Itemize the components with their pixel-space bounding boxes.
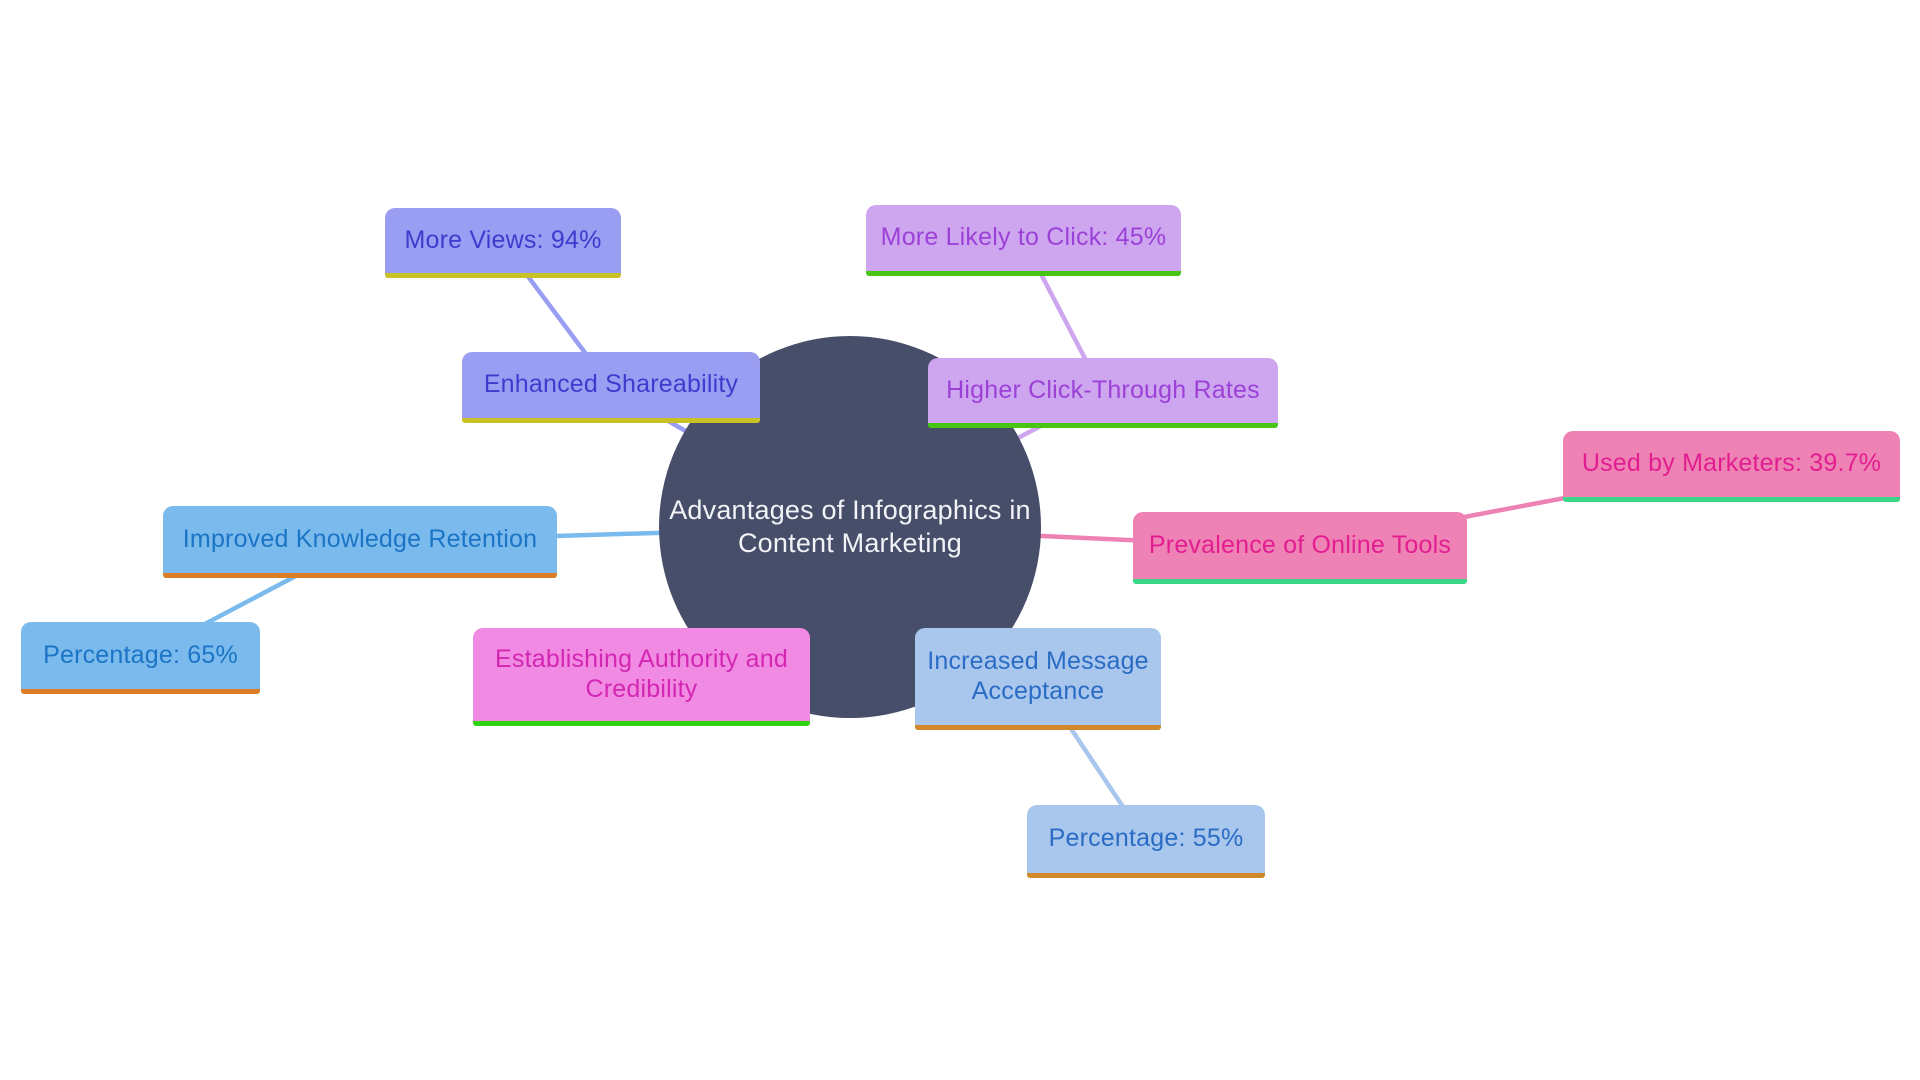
node-percentage-55[interactable]: Percentage: 55% [1027,805,1265,878]
node-increased-message-acceptance[interactable]: Increased Message Acceptance [915,628,1161,730]
node-label: Higher Click-Through Rates [946,375,1260,404]
node-prevalence-of-online-tools[interactable]: Prevalence of Online Tools [1133,512,1467,584]
central-topic-label-line1: Advantages of Infographics in [669,495,1031,526]
node-percentage-65[interactable]: Percentage: 65% [21,622,260,694]
node-label: Improved Knowledge Retention [182,524,538,553]
node-label: Used by Marketers: 39.7% [1581,449,1882,478]
node-more-views[interactable]: More Views: 94% [385,208,621,278]
node-higher-click-through-rates[interactable]: Higher Click-Through Rates [928,358,1278,428]
node-improved-knowledge-retention[interactable]: Improved Knowledge Retention [163,506,557,578]
central-topic-label-line2: Content Marketing [737,528,962,558]
node-enhanced-shareability[interactable]: Enhanced Shareability [462,352,760,423]
node-label: Enhanced Shareability [483,370,739,399]
node-more-likely-to-click[interactable]: More Likely to Click: 45% [866,205,1181,276]
node-establishing-authority-and-credibility[interactable]: Establishing Authority and Credibility [473,628,810,726]
node-label: Increased Message Acceptance [927,647,1149,705]
node-label: More Likely to Click: 45% [880,223,1167,252]
node-used-by-marketers[interactable]: Used by Marketers: 39.7% [1563,431,1900,502]
node-label: Percentage: 55% [1048,824,1244,853]
node-label: Percentage: 65% [43,640,238,669]
node-label: Establishing Authority and Credibility [495,645,788,703]
node-label: More Views: 94% [404,225,602,254]
node-label: Prevalence of Online Tools [1148,530,1452,559]
